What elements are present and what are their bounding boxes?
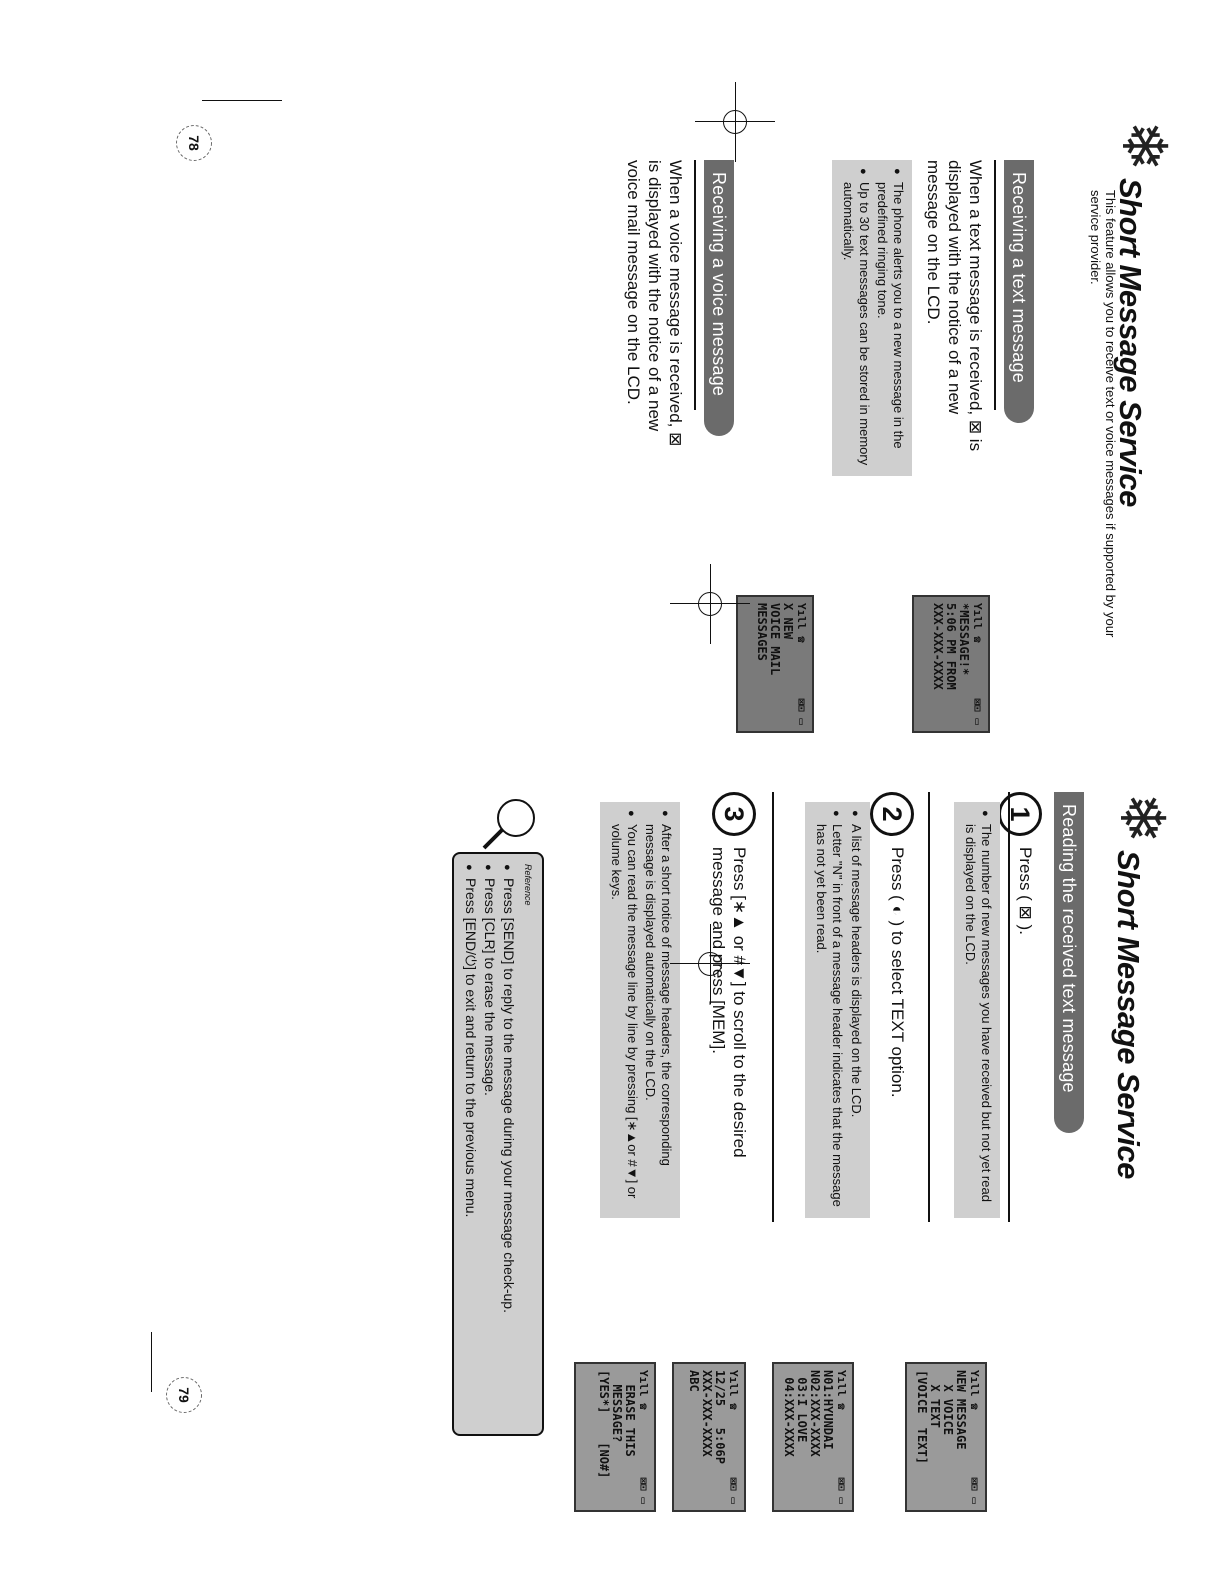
lcd-line: 5:06 PM FROM xyxy=(944,603,958,690)
receiving-text-body: When a text message is received, ⊠ is di… xyxy=(924,160,985,452)
note-item: After a short notice of message headers,… xyxy=(642,810,674,1210)
bullet-icon xyxy=(608,810,640,824)
lcd-line: MESSAGES xyxy=(755,603,769,661)
lcd-voice-notice: Yıll ☎⊠⊡ ▭ X NEW VOICE MAIL MESSAGES xyxy=(736,595,814,733)
bullet-icon xyxy=(840,168,872,182)
lcd-line: *MESSAGE!* xyxy=(957,603,971,676)
step-divider xyxy=(772,792,774,1222)
step-2-notes: A list of message headers is displayed o… xyxy=(805,802,870,1218)
right-page: ❄ Short Message Service Reading the rece… xyxy=(0,592,1212,1584)
reference-box: Reference Press [SEND] to reply to the m… xyxy=(452,852,544,1436)
lcd-line: MESSAGE? xyxy=(610,1370,624,1443)
left-intro: This feature allows you to receive text … xyxy=(1088,190,1118,638)
right-page-number: 79 xyxy=(166,1377,202,1413)
lcd-line: X NEW xyxy=(781,603,795,640)
note-item: The number of new messages you have rece… xyxy=(962,810,994,1210)
note-item: The phone alerts you to a new message in… xyxy=(874,168,906,468)
section-rule xyxy=(1008,792,1010,1222)
lcd-line: XXX-XXX-XXXX xyxy=(700,1370,714,1457)
step-2-text: Press ( ◐ ) to select TEXT option. xyxy=(888,847,907,1098)
bullet-icon xyxy=(460,864,479,878)
reference-label: Reference xyxy=(523,864,533,906)
step-3-text: Press [∗▲ or #▼] to scroll to the desire… xyxy=(709,847,749,1158)
lcd-line: X TEXT xyxy=(928,1370,942,1428)
lcd-text-notice: Yıll ☎⊠⊡ ▭ *MESSAGE!* 5:06 PM FROM XXX-X… xyxy=(912,595,990,733)
bullet-icon xyxy=(642,810,674,824)
registration-mark xyxy=(713,100,757,144)
bullet-icon xyxy=(874,168,906,182)
lcd-line: N02:XXX-XXXX xyxy=(808,1370,822,1457)
snowflake-icon: ❄ xyxy=(1109,120,1178,172)
lcd-status-bar: Yıll ☎⊠⊡ ▭ xyxy=(971,603,984,725)
reference-item: Press [END/⏻] to exit and return to the … xyxy=(460,864,479,1424)
lcd-line: 04:XXX-XXXX xyxy=(782,1370,796,1457)
left-page-number: 78 xyxy=(176,125,212,161)
bullet-icon xyxy=(813,810,845,824)
section-heading-receiving-voice: Receiving a voice message xyxy=(704,160,734,437)
bullet-icon xyxy=(962,810,994,824)
lcd-line: NEW MESSAGE xyxy=(954,1370,968,1450)
lcd-line: 12/25 5:06P xyxy=(713,1370,727,1464)
bullet-icon xyxy=(847,810,864,824)
lcd-line: XXX-XXX-XXXX xyxy=(931,603,945,690)
lcd-status-bar: Yıll ☎⊠⊡ ▭ xyxy=(727,1370,740,1504)
step-1-text: Press ( ⊠ ). xyxy=(1016,847,1035,935)
step-divider xyxy=(928,792,930,1222)
receiving-text-notes: The phone alerts you to a new message in… xyxy=(832,160,912,476)
note-item: Letter "N" in front of a message header … xyxy=(813,810,845,1210)
magnifier-icon xyxy=(482,799,535,850)
reference-item: Press [SEND] to reply to the message dur… xyxy=(498,864,517,1424)
lcd-status-bar: Yıll ☎⊠⊡ ▭ xyxy=(835,1370,848,1504)
lcd-new-message: Yıll ☎⊠⊡ ▭ NEW MESSAGE X VOICE X TEXT [V… xyxy=(905,1362,987,1512)
section-rule xyxy=(994,160,996,410)
lcd-line: [VOICE TEXT] xyxy=(915,1370,929,1464)
section-heading-reading: Reading the received text message xyxy=(1054,792,1084,1133)
note-item: You can read the message line by line by… xyxy=(608,810,640,1210)
step-3-notes: After a short notice of message headers,… xyxy=(600,802,680,1218)
lcd-message-list: Yıll ☎⊠⊡ ▭ N01:HYUNDAI N02:XXX-XXXX 03:I… xyxy=(772,1362,854,1512)
note-item: Up to 30 text messages can be stored in … xyxy=(840,168,872,468)
reference-item: Press [CLR] to erase the message. xyxy=(479,864,498,1424)
registration-mark xyxy=(688,942,732,986)
lcd-status-bar: Yıll ☎⊠⊡ ▭ xyxy=(637,1370,650,1504)
right-title-row: ❄ Short Message Service xyxy=(1107,792,1176,1179)
step-2-number: 2 xyxy=(870,792,914,836)
step-1-notes: The number of new messages you have rece… xyxy=(954,802,1000,1218)
step-3-number: 3 xyxy=(712,792,756,836)
step-1-number: 1 xyxy=(998,792,1042,836)
lcd-line: X VOICE xyxy=(941,1370,955,1436)
lcd-line: ABC xyxy=(687,1370,701,1392)
bullet-icon xyxy=(479,864,498,878)
registration-mark xyxy=(688,582,732,626)
trim-mark xyxy=(202,100,282,101)
lcd-erase-confirm: Yıll ☎⊠⊡ ▭ ERASE THIS MESSAGE? [YES*] [N… xyxy=(574,1362,656,1512)
lcd-status-bar: Yıll ☎⊠⊡ ▭ xyxy=(968,1370,981,1504)
lcd-line: N01:HYUNDAI xyxy=(821,1370,835,1450)
section-rule xyxy=(694,160,696,410)
receiving-voice-body: When a voice message is received, ⊠ is d… xyxy=(624,160,685,447)
bullet-icon xyxy=(498,864,517,878)
lcd-message-detail: Yıll ☎⊠⊡ ▭ 12/25 5:06P XXX-XXX-XXXX ABC xyxy=(672,1362,746,1512)
lcd-line: 03:I LOVE xyxy=(795,1370,809,1443)
lcd-line: ERASE THIS xyxy=(623,1370,637,1457)
snowflake-icon: ❄ xyxy=(1107,792,1176,844)
left-page: ❄ Short Message Service This feature all… xyxy=(0,0,1212,792)
note-item: A list of message headers is displayed o… xyxy=(847,810,864,1210)
lcd-line: [YES*] [NO#] xyxy=(597,1370,611,1479)
lcd-line: VOICE MAIL xyxy=(768,603,782,676)
trim-mark xyxy=(151,1332,152,1392)
left-title-row: ❄ Short Message Service xyxy=(1109,120,1178,507)
right-page-title: Short Message Service xyxy=(1111,849,1146,1179)
lcd-status-bar: Yıll ☎⊠⊡ ▭ xyxy=(795,603,808,725)
section-heading-receiving-text: Receiving a text message xyxy=(1004,160,1034,423)
